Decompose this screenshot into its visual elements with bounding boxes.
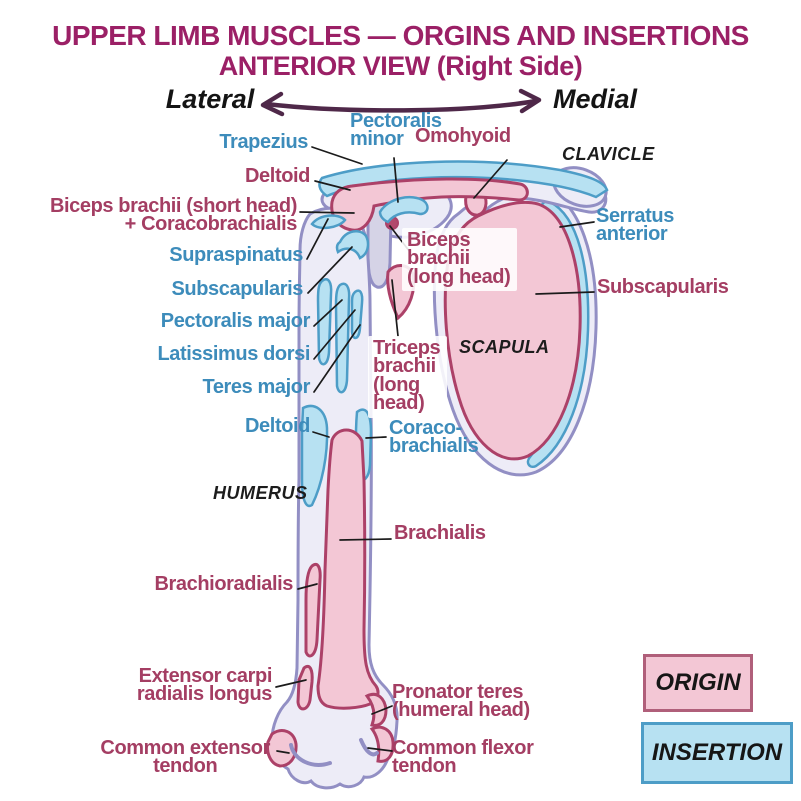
subscapularis-insertion-area [335, 229, 370, 260]
trapezius-insertion-area [318, 160, 609, 199]
page-title: UPPER LIMB MUSCLES — ORGINS AND INSERTIO… [52, 20, 749, 51]
label-common-extensor-tendon-origin: Common extensor tendon [100, 737, 270, 778]
label-scapula-bone: SCAPULA [459, 337, 550, 357]
common-flexor-tendon-origin-area [369, 725, 395, 763]
legend-origin-label: ORIGIN [655, 669, 741, 696]
distal-origin-patches [266, 692, 395, 768]
humeral-insertion-patches [300, 214, 373, 508]
label-pectoralis-minor-insertion: Pectoralis minor [350, 110, 442, 151]
legend-insertion-swatch: INSERTION [641, 722, 793, 784]
trochlea-outline [289, 738, 379, 767]
label-deltoid-insertion: Deltoid [245, 415, 310, 437]
extensor-carpi-radialis-longus-origin-strip [296, 664, 314, 711]
label-pectoralis-major-insertion: Pectoralis major [160, 310, 311, 332]
page-subtitle: ANTERIOR VIEW (Right Side) [218, 51, 583, 81]
label-coracobrachialis-insertion: Coraco- brachialis [389, 417, 479, 458]
label-biceps-long-head-origin: Biceps brachii (long head) [402, 228, 518, 292]
label-teres-major-insertion: Teres major [202, 376, 310, 398]
pectoralis-minor-insertion-area [378, 196, 429, 224]
label-biceps-short-coracobrachialis-origin: Biceps brachii (short head) + Coracobrac… [49, 195, 297, 236]
pronator-teres-origin-area [364, 692, 388, 727]
label-trapezius-insertion: Trapezius [219, 131, 308, 153]
label-omohyoid-origin: Omohyoid [415, 125, 511, 147]
label-extensor-carpi-radialis-longus-origin: Extensor carpi radialis longus [136, 665, 273, 706]
legend-insertion-label: INSERTION [651, 739, 783, 766]
axis-label-lateral: Lateral [165, 84, 255, 114]
label-common-flexor-tendon-origin: Common flexor tendon [392, 737, 534, 778]
label-brachialis-origin: Brachialis [394, 522, 486, 544]
label-humerus-bone: HUMERUS [213, 483, 308, 503]
label-brachioradialis-origin: Brachioradialis [154, 573, 293, 595]
latissimus-dorsi-insertion-strip [334, 282, 351, 394]
label-subscapularis-insertion: Subscapularis [171, 278, 303, 300]
deltoid-insertion-area [300, 404, 329, 508]
legend-origin-swatch: ORIGIN [643, 654, 753, 712]
common-extensor-tendon-origin-area [266, 729, 298, 768]
label-triceps-long-head-origin: Triceps brachii (long head) [368, 336, 448, 418]
leader-lines [275, 146, 595, 754]
lateral-medial-arrow-icon [260, 88, 542, 117]
label-supraspinatus-insertion: Supraspinatus [169, 244, 303, 266]
label-pronator-teres-origin: Pronator teres (humeral head) [392, 681, 530, 722]
label-subscapularis-origin: Subscapularis [597, 276, 729, 298]
supraspinatus-insertion-area [310, 214, 347, 230]
label-clavicle-bone: CLAVICLE [562, 144, 655, 164]
axis-label-medial: Medial [552, 84, 638, 114]
label-serratus-anterior-insertion: Serratus anterior [596, 205, 674, 246]
label-deltoid-origin: Deltoid [245, 165, 310, 187]
brachioradialis-origin-strip [304, 562, 322, 658]
teres-major-insertion-strip [350, 289, 364, 340]
label-latissimus-dorsi-insertion: Latissimus dorsi [157, 343, 310, 365]
